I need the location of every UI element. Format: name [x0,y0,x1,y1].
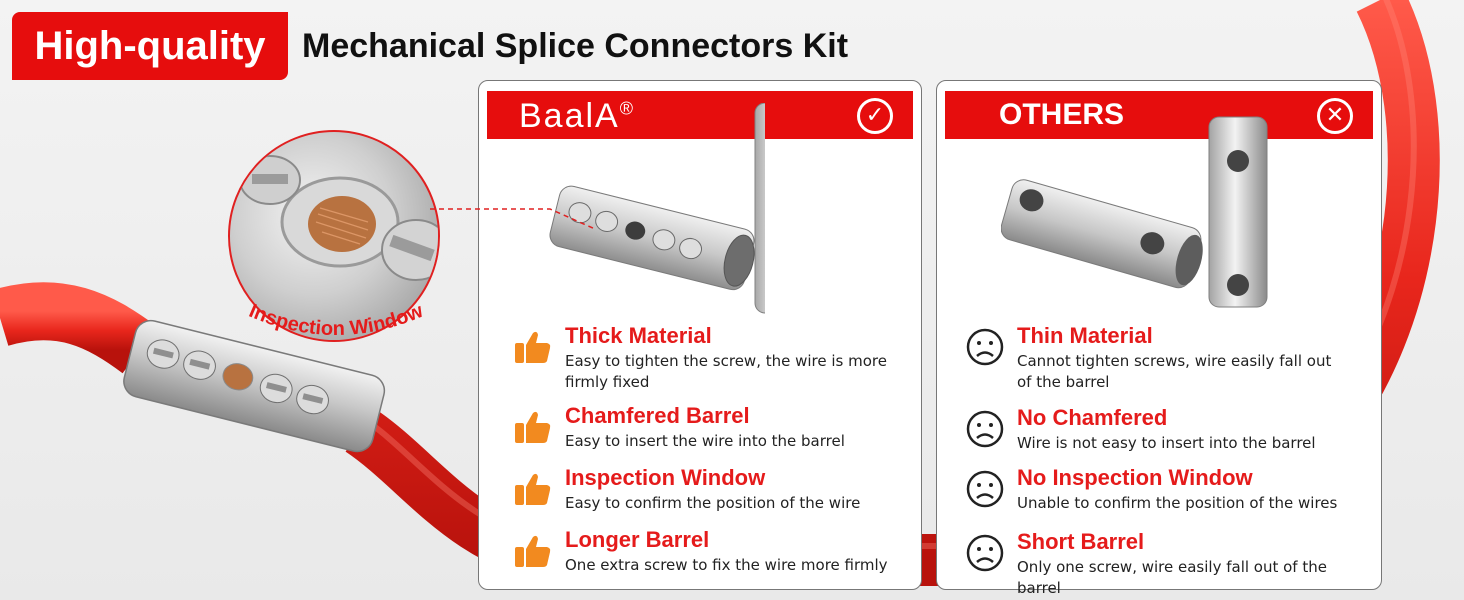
feature-title: Thick Material [565,323,712,348]
feature-description: Easy to tighten the screw, the wire is m… [565,352,887,391]
inspection-window-zoom [228,130,440,342]
check-circle-icon: ✓ [857,98,893,134]
feature-title: Chamfered Barrel [565,403,750,428]
drawback-title: Thin Material [1017,323,1153,348]
x-circle-icon: ✕ [1317,98,1353,134]
thumbs-up-icon [515,473,551,505]
feature-item: Thick Material Easy to tighten the screw… [513,323,913,393]
feature-title: Longer Barrel [565,527,710,552]
drawback-description: Wire is not easy to insert into the barr… [1017,434,1316,452]
sad-face-icon [965,327,1005,367]
drawback-item: Short Barrel Only one screw, wire easily… [965,529,1375,597]
thumbs-up-icon [515,331,551,363]
zoomed-barrel-art [239,155,438,281]
drawback-item: No Chamfered Wire is not easy to insert … [965,405,1375,455]
splice-connector-on-cable [123,319,386,453]
drawback-description: Only one screw, wire easily fall out of … [1017,558,1327,597]
feature-item: Inspection Window Easy to confirm the po… [513,465,913,515]
others-connector-art [1001,116,1268,308]
others-card-header: OTHERS ✕ [945,91,1373,139]
inspection-window-label: Inspection Window [246,300,427,340]
thumbs-up-icon [515,535,551,567]
feature-description: One extra screw to fix the wire more fir… [565,556,888,574]
sad-face-icon [965,533,1005,573]
feature-title: Inspection Window [565,465,766,490]
drawback-item: No Inspection Window Unable to confirm t… [965,465,1375,515]
page-title: Mechanical Splice Connectors Kit [302,27,849,65]
quality-badge: High-quality [12,12,288,80]
drawback-title: Short Barrel [1017,529,1145,554]
brand-logo: BaalA® [519,97,635,135]
drawback-item: Thin Material Cannot tighten screws, wir… [965,323,1375,393]
sad-face-icon [965,469,1005,509]
baala-card: BaalA® ✓ [478,80,922,590]
others-heading: OTHERS [999,98,1125,131]
inspection-window-caption: Inspection Window [246,300,427,340]
drawback-title: No Inspection Window [1017,465,1253,490]
baala-connector-art [754,103,765,314]
sad-face-icon [965,409,1005,449]
zoom-pointer-line [430,208,596,230]
baala-card-header: BaalA® ✓ [487,91,913,139]
baala-horizontal-barrel-art [549,185,755,291]
drawback-title: No Chamfered [1017,405,1168,430]
feature-description: Easy to insert the wire into the barrel [565,432,845,450]
feature-item: Longer Barrel One extra screw to fix the… [513,527,913,577]
feature-item: Chamfered Barrel Easy to insert the wire… [513,403,913,453]
others-card: OTHERS ✕ Thin Material Cannot ti [936,80,1382,597]
drawback-description: Unable to confirm the position of the wi… [1017,494,1338,512]
feature-description: Easy to confirm the position of the wire [565,494,861,512]
drawback-description: Cannot tighten screws, wire easily fall … [1017,352,1332,391]
svg-text:Inspection Window: Inspection Window [246,300,427,340]
thumbs-up-icon [515,411,551,443]
